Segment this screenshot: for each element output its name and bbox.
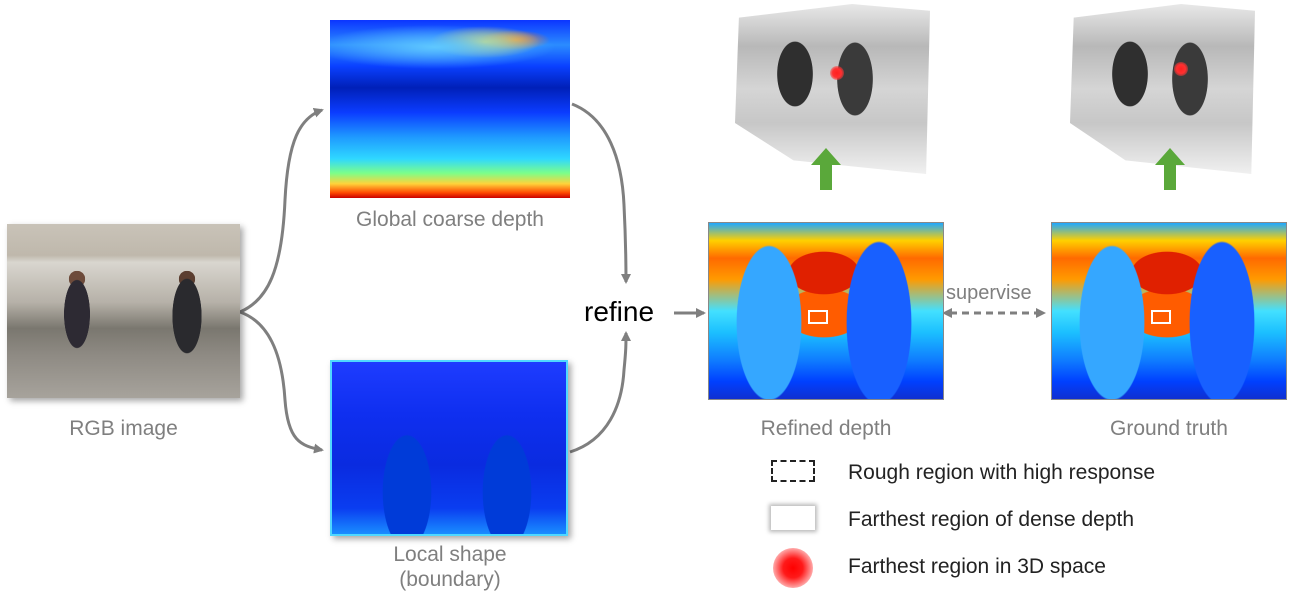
red-dot-icon <box>773 548 813 588</box>
white-box-icon <box>771 506 815 530</box>
refine-label: refine <box>584 296 655 327</box>
ground-truth-caption: Ground truth <box>1110 417 1228 440</box>
ground-truth-up-arrow-icon <box>1155 148 1185 190</box>
refined-3d-farthest-dot <box>830 66 844 80</box>
local-shape-image <box>330 360 568 536</box>
refined-depth-caption: Refined depth <box>760 417 892 440</box>
global-coarse-depth-image <box>330 20 570 198</box>
legend-label-farthest-3d: Farthest region in 3D space <box>848 555 1106 578</box>
local-shape-caption-line2: (boundary) <box>399 568 501 592</box>
local-shape-caption-line1: Local shape <box>393 543 507 566</box>
arrow-rgb-to-coarse <box>239 108 324 314</box>
arrow-local-to-refine <box>569 331 631 454</box>
legend-label-farthest-dense: Farthest region of dense depth <box>848 508 1135 531</box>
refined-farthest-region-box <box>808 310 828 324</box>
rgb-image-caption: RGB image <box>69 417 178 440</box>
supervise-label: supervise <box>946 282 1032 304</box>
rgb-image <box>7 224 240 398</box>
dashed-box-icon <box>771 460 815 482</box>
local-shape-caption: Local shape (boundary) <box>320 542 580 592</box>
ground-truth-3d-farthest-dot <box>1174 62 1188 76</box>
arrow-coarse-to-refine <box>571 102 631 284</box>
arrow-rgb-to-local <box>239 310 324 454</box>
legend-label-rough-region: Rough region with high response <box>848 461 1156 484</box>
global-coarse-depth-caption: Global coarse depth <box>356 208 544 231</box>
ground-truth-farthest-region-box <box>1151 310 1171 324</box>
ground-truth-image <box>1051 222 1287 400</box>
refined-up-arrow-icon <box>811 148 841 190</box>
refined-depth-image <box>708 222 944 400</box>
